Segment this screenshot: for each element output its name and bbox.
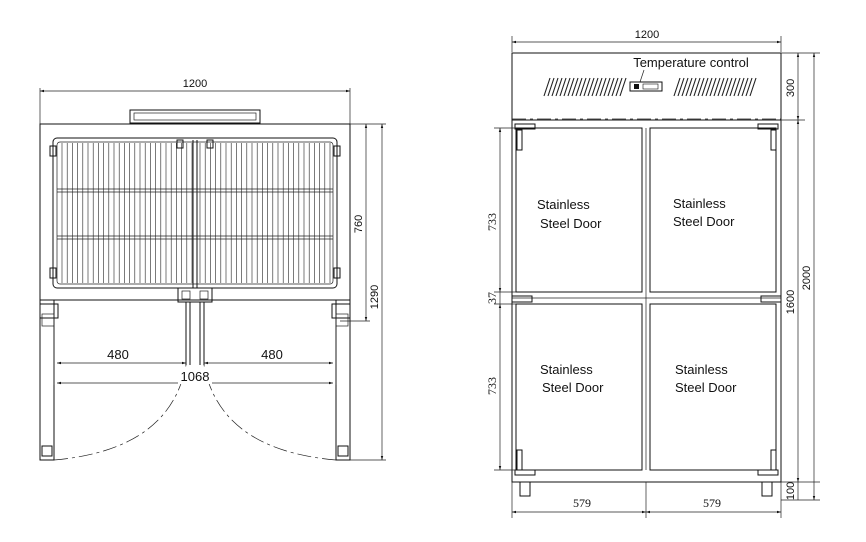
temperature-control-label: Temperature control bbox=[633, 55, 749, 70]
door-upper-right[interactable] bbox=[649, 127, 777, 293]
door-lower-left[interactable] bbox=[515, 303, 643, 471]
body-height: 1600 bbox=[785, 290, 797, 314]
left-swing-arc bbox=[53, 364, 187, 461]
top-cabinet-outline bbox=[39, 123, 351, 301]
door-width-dimensions: 480 480 1068 bbox=[53, 318, 337, 385]
door-upper-left[interactable] bbox=[515, 127, 643, 293]
total-height: 2000 bbox=[801, 266, 813, 290]
door-span-dim: 1068 bbox=[181, 369, 210, 384]
door-left-dim: 480 bbox=[107, 347, 129, 362]
vent-left bbox=[543, 77, 627, 97]
door-lower-right[interactable] bbox=[649, 303, 777, 471]
depth-1290-label: 1290 bbox=[369, 285, 381, 309]
center-hinge bbox=[177, 287, 213, 365]
top-depth-dimensions: 760 1290 bbox=[340, 123, 386, 461]
door2-label-line1: Stainless bbox=[673, 196, 726, 211]
door-lower-height: 733 bbox=[485, 377, 499, 395]
temperature-controller bbox=[629, 81, 663, 92]
leg-height: 100 bbox=[785, 482, 797, 500]
bottom-dimensions: 579 579 bbox=[511, 482, 782, 518]
vent-right bbox=[673, 77, 757, 97]
right-height-dimensions: 300 1600 2000 100 bbox=[781, 52, 820, 501]
door1-label-line2: Steel Door bbox=[540, 216, 602, 231]
bottom-left-dim: 579 bbox=[573, 496, 591, 510]
depth-760-label: 760 bbox=[353, 215, 365, 233]
door-right-dim: 480 bbox=[261, 347, 283, 362]
door4-label-line2: Steel Door bbox=[675, 380, 737, 395]
top-width-label: 1200 bbox=[183, 78, 207, 90]
left-height-dimensions: 733 37 733 bbox=[485, 127, 516, 471]
top-handle bbox=[129, 109, 261, 124]
door3-label-line2: Steel Door bbox=[542, 380, 604, 395]
gap-height: 37 bbox=[485, 292, 499, 304]
right-door-open bbox=[331, 299, 351, 461]
leg-right bbox=[761, 481, 773, 497]
top-width-dimension: 1200 bbox=[39, 78, 351, 125]
door-hinges bbox=[511, 123, 782, 476]
left-door-open bbox=[39, 299, 59, 461]
leg-left bbox=[519, 481, 531, 497]
top-panel-height: 300 bbox=[785, 79, 797, 97]
door2-label-line2: Steel Door bbox=[673, 214, 735, 229]
door4-label-line1: Stainless bbox=[675, 362, 728, 377]
right-swing-arc bbox=[203, 364, 337, 461]
bottom-right-dim: 579 bbox=[703, 496, 721, 510]
door3-label-line1: Stainless bbox=[540, 362, 593, 377]
front-width-dimension: 1200 bbox=[511, 29, 782, 52]
shelf-grille bbox=[49, 137, 341, 289]
front-width-label: 1200 bbox=[635, 29, 659, 41]
front-view: 1200 Temperature control Stainless Steel… bbox=[485, 29, 820, 518]
cabinet-body bbox=[511, 119, 782, 483]
door1-label-line1: Stainless bbox=[537, 197, 590, 212]
door-upper-height: 733 bbox=[485, 213, 499, 231]
top-view: 1200 bbox=[39, 78, 386, 461]
